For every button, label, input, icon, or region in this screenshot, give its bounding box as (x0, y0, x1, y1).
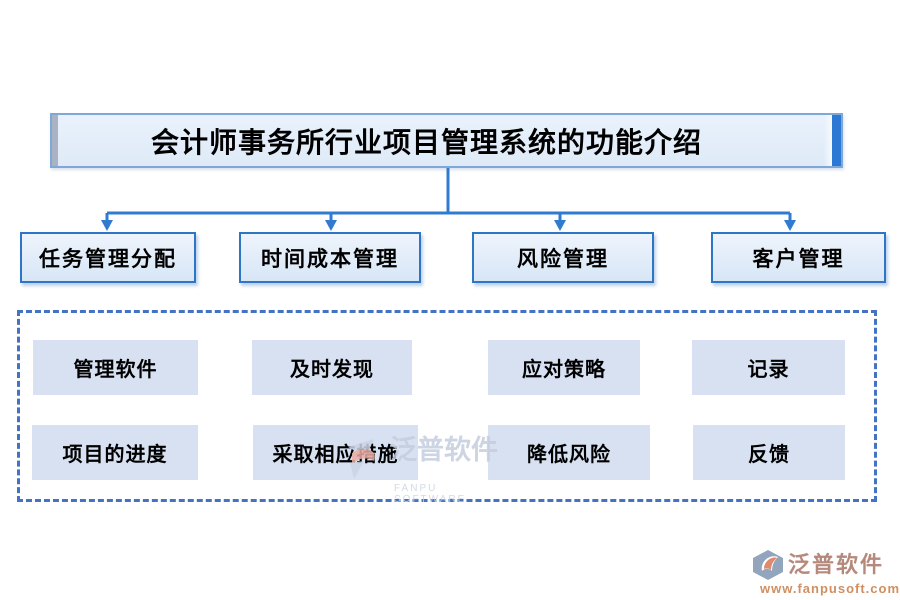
title-left-cap (52, 115, 58, 166)
page-title: 会计师事务所行业项目管理系统的功能介绍 (150, 127, 702, 159)
detail-box-response-strategy: 应对策略 (488, 340, 640, 395)
detail-label: 应对策略 (522, 359, 606, 381)
branch-label: 时间成本管理 (261, 246, 399, 271)
detail-box-project-progress: 项目的进度 (32, 425, 198, 480)
detail-panel (17, 310, 877, 502)
footer-brand-text: 泛普软件 (788, 551, 885, 577)
footer-logo: 泛普软件 www.fanpusoft.com (750, 549, 900, 596)
detail-label: 降低风险 (527, 444, 611, 466)
title-banner: 会计师事务所行业项目管理系统的功能介绍 (50, 113, 843, 168)
detail-box-timely-discovery: 及时发现 (252, 340, 412, 395)
fanpu-logo-icon (753, 550, 783, 580)
detail-label: 管理软件 (73, 359, 158, 381)
detail-label: 采取相应措施 (272, 444, 399, 466)
detail-box-management-software: 管理软件 (33, 340, 198, 395)
branch-box-time-cost: 时间成本管理 (239, 232, 421, 283)
branch-box-customer: 客户管理 (711, 232, 886, 283)
branch-box-risk: 风险管理 (472, 232, 654, 283)
detail-label: 反馈 (748, 444, 790, 466)
branch-label: 任务管理分配 (39, 246, 177, 271)
detail-box-reduce-risk: 降低风险 (488, 425, 650, 480)
branch-box-task-management: 任务管理分配 (20, 232, 196, 283)
detail-label: 项目的进度 (62, 444, 168, 466)
footer-url-text: www.fanpusoft.com (760, 581, 900, 596)
detail-box-take-measures: 采取相应措施 (253, 425, 418, 480)
title-right-cap (824, 115, 841, 166)
branch-label: 风险管理 (517, 246, 609, 271)
branch-label: 客户管理 (752, 246, 845, 271)
detail-box-record: 记录 (692, 340, 845, 395)
detail-box-feedback: 反馈 (693, 425, 845, 480)
detail-label: 记录 (747, 359, 790, 381)
detail-label: 及时发现 (290, 359, 374, 381)
